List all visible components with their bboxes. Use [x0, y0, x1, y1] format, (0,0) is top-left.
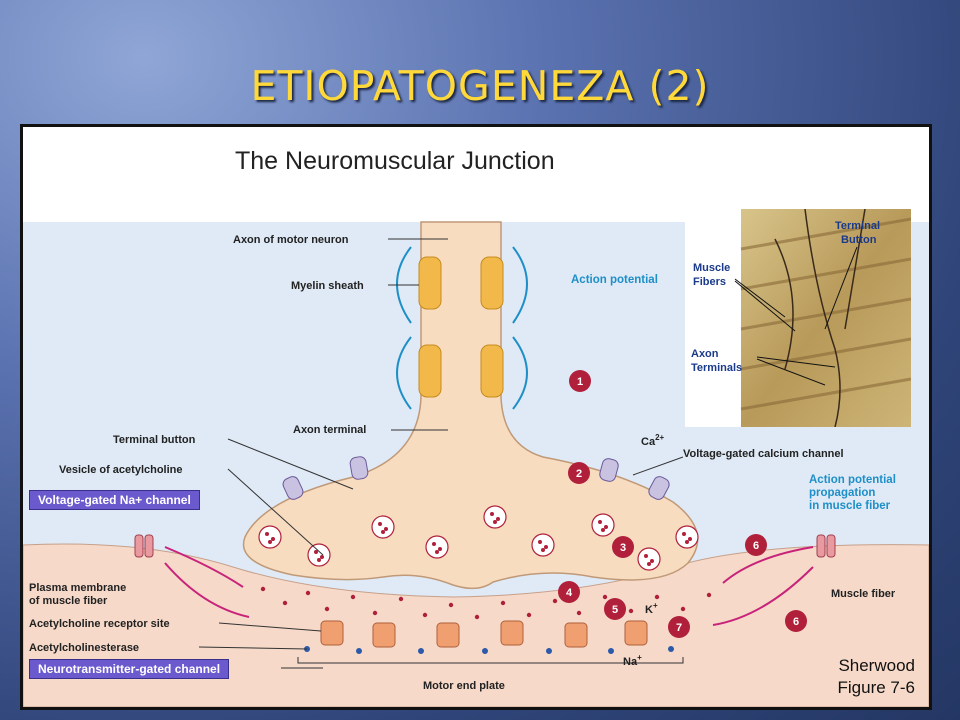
label-terminal-button: Terminal button	[113, 434, 196, 446]
micrograph-image: Terminal Button Muscle Fibers Axon Termi…	[691, 209, 911, 427]
acetylcholine-receptor-channels	[320, 620, 648, 648]
step-marker-2: 2	[568, 462, 590, 484]
label-motor-end-plate: Motor end plate	[423, 680, 505, 692]
micrograph-inset: Terminal Button Muscle Fibers Axon Termi…	[685, 209, 911, 427]
tag-voltage-gated-na-channel: Voltage-gated Na+ channel	[29, 490, 200, 510]
acetylcholine-vesicles	[258, 505, 699, 571]
figure-heading: The Neuromuscular Junction	[235, 147, 555, 175]
myelin-segment-left-1	[418, 256, 442, 310]
label-ach-receptor-site: Acetylcholine receptor site	[29, 618, 170, 630]
action-potential-arrows	[396, 246, 528, 410]
photo-label-fibers: Fibers	[693, 276, 726, 288]
label-na-ion: Na+	[623, 653, 642, 668]
step-marker-5: 5	[604, 598, 626, 620]
svg-text:5: 5	[612, 604, 618, 616]
label-ap-propagation-2: propagation	[809, 487, 875, 499]
voltage-gated-na-channels	[134, 534, 836, 558]
svg-text:6: 6	[793, 616, 799, 628]
photo-label-button: Button	[841, 234, 877, 246]
photo-label-axon: Axon	[691, 348, 719, 360]
step-marker-6b: 6	[785, 610, 807, 632]
label-axon-of-motor-neuron: Axon of motor neuron	[233, 234, 349, 246]
step-marker-6a: 6	[745, 534, 767, 556]
axon-and-terminal-button	[242, 221, 699, 590]
label-axon-terminal: Axon terminal	[293, 424, 366, 436]
credit-author: Sherwood	[838, 656, 915, 675]
label-plasma-membrane-2: of muscle fiber	[29, 595, 108, 607]
label-plasma-membrane-1: Plasma membrane	[29, 582, 126, 594]
svg-text:1: 1	[577, 376, 583, 388]
voltage-gated-calcium-channels	[282, 456, 670, 500]
photo-label-terminal: Terminal	[835, 220, 880, 232]
step-markers: 1 2 3 4 5 6 7 6	[558, 370, 807, 638]
step-marker-7: 7	[668, 616, 690, 638]
myelin-segment-right-1	[480, 256, 504, 310]
label-ap-propagation-3: in muscle fiber	[809, 500, 891, 512]
label-ca-ion: Ca2+	[641, 433, 665, 448]
label-k-ion: K+	[645, 601, 658, 616]
step-marker-3: 3	[612, 536, 634, 558]
svg-text:2: 2	[576, 468, 582, 480]
credit-figure-number: Figure 7-6	[837, 678, 915, 697]
label-myelin-sheath: Myelin sheath	[291, 280, 364, 292]
released-acetylcholine	[260, 586, 712, 620]
svg-text:6: 6	[753, 540, 759, 552]
step-marker-1: 1	[569, 370, 591, 392]
figure-frame: Axon of motor neuron Myelin sheath Actio…	[20, 124, 932, 710]
label-ap-propagation-1: Action potential	[809, 474, 896, 486]
photo-label-muscle: Muscle	[693, 262, 730, 274]
myelin-segment-left-2	[418, 344, 442, 398]
step-marker-4: 4	[558, 581, 580, 603]
label-voltage-gated-calcium-channel: Voltage-gated calcium channel	[683, 448, 844, 460]
label-muscle-fiber: Muscle fiber	[831, 588, 896, 600]
label-action-potential: Action potential	[571, 274, 658, 286]
label-acetylcholinesterase: Acetylcholinesterase	[29, 642, 139, 654]
svg-text:3: 3	[620, 542, 626, 554]
figure-credit: Sherwood Figure 7-6	[838, 655, 915, 699]
svg-text:7: 7	[676, 622, 682, 634]
acetylcholinesterase-molecules	[304, 646, 674, 654]
propagation-arrows	[164, 546, 814, 626]
photo-label-terminals: Terminals	[691, 362, 742, 374]
svg-text:4: 4	[566, 587, 573, 599]
acetylcholine-molecules	[265, 512, 692, 566]
tag-neurotransmitter-gated-channel: Neurotransmitter-gated channel	[29, 659, 230, 679]
myelin-segment-right-2	[480, 344, 504, 398]
leader-lines	[198, 238, 684, 669]
label-vesicle-of-acetylcholine: Vesicle of acetylcholine	[59, 464, 183, 476]
slide-title: ETIOPATOGENEZA (2)	[250, 62, 710, 110]
